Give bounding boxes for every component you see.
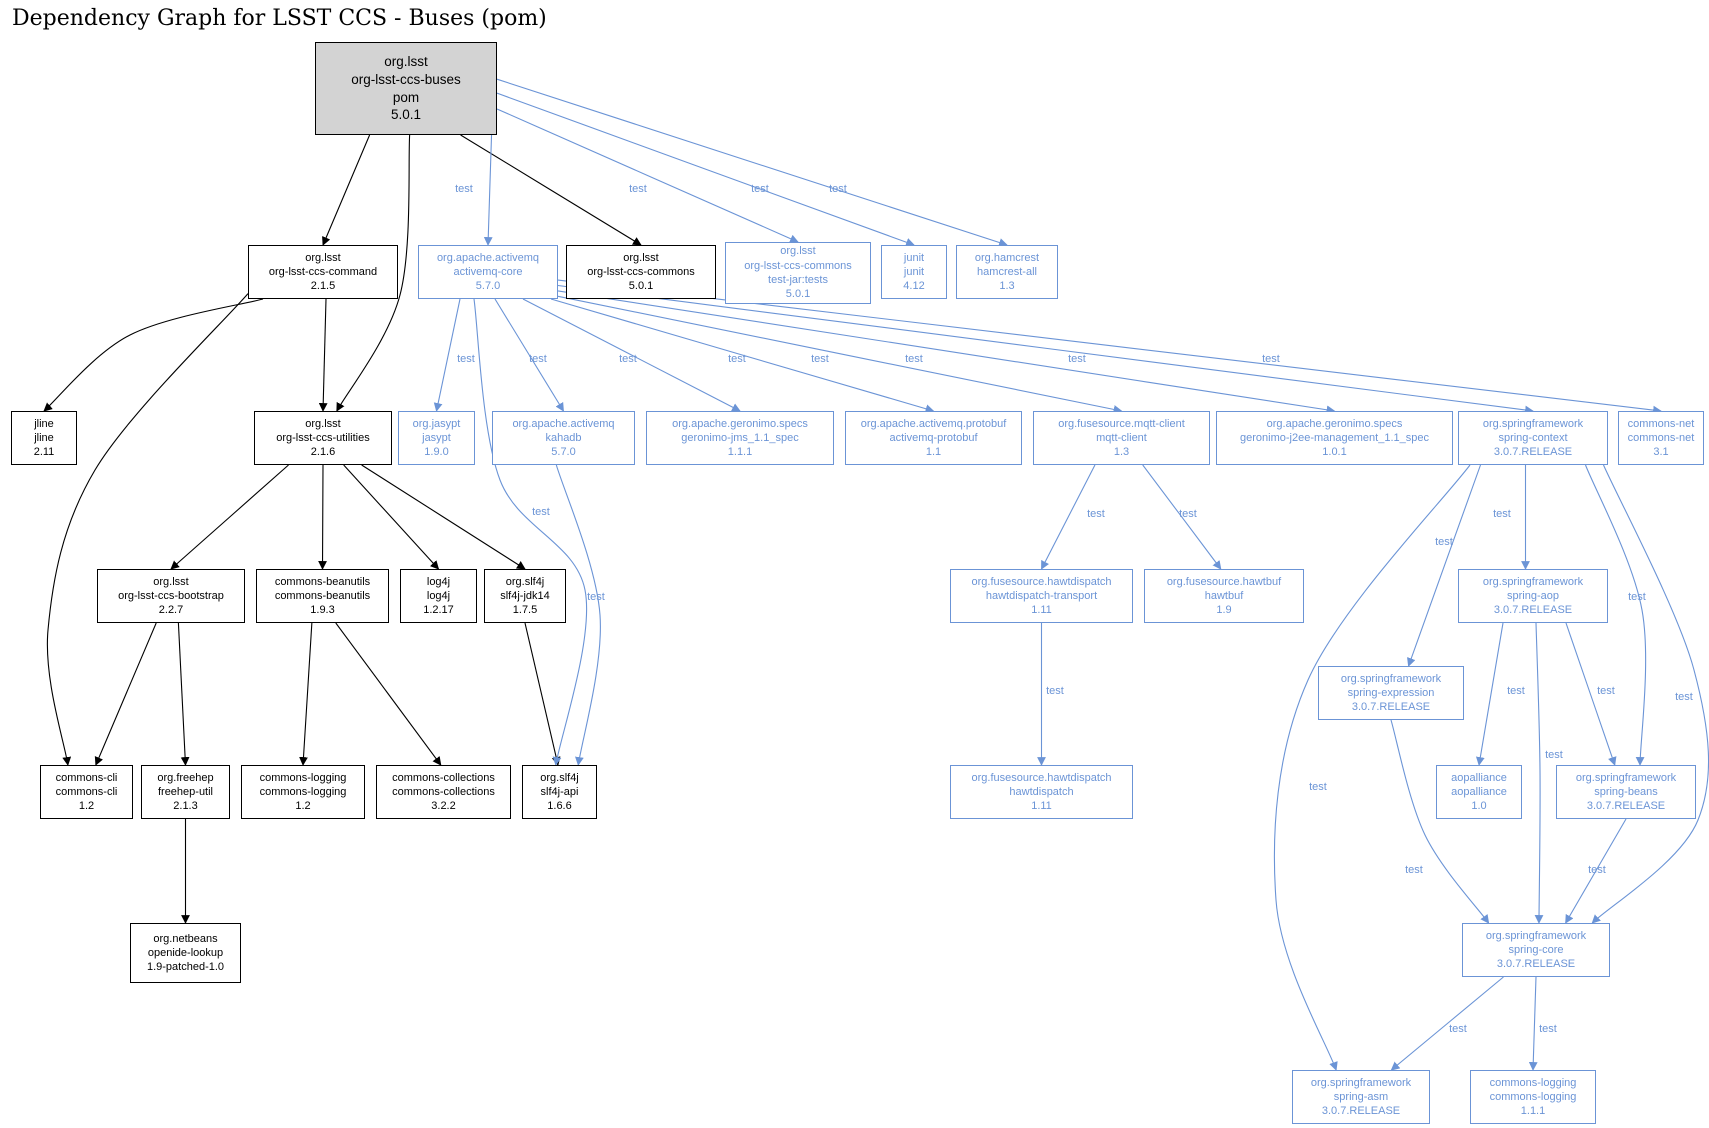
edge-ccs-bootstrap--freehep-util bbox=[177, 622, 190, 766]
edge-root--ccs-commons bbox=[460, 134, 642, 246]
edge-scope-label: test bbox=[1449, 1023, 1467, 1035]
edge-mqtt-client--hawtbuf bbox=[1142, 464, 1222, 570]
edge-mqtt-client--hawtdispatch-transport bbox=[1041, 464, 1096, 570]
edge-scope-label: test bbox=[1309, 781, 1327, 793]
edge-activemq-core--geronimo-jms-spec bbox=[522, 298, 741, 412]
edge-root--ccs-command bbox=[322, 134, 371, 246]
edge-activemq-core--geronimo-j2ee-management-spec bbox=[557, 290, 1336, 415]
edge-spring-aop--aopalliance bbox=[1475, 622, 1504, 766]
edge-slf4j-jdk14--slf4j-api bbox=[524, 622, 561, 766]
edge-scope-label: test bbox=[1597, 685, 1615, 697]
edge-scope-label: test bbox=[1046, 685, 1064, 697]
edge-scope-label: test bbox=[1545, 749, 1563, 761]
edge-ccs-utilities--ccs-bootstrap bbox=[170, 464, 289, 570]
edge-scope-label: test bbox=[1435, 536, 1453, 548]
edge-spring-beans--spring-core bbox=[1565, 818, 1627, 924]
edge-scope-label: test bbox=[619, 353, 637, 365]
edge-ccs-bootstrap--commons-cli bbox=[94, 622, 157, 766]
edge-spring-core--commons-logging-1-1-1 bbox=[1528, 976, 1538, 1071]
edge-activemq-core--jasypt bbox=[433, 298, 461, 412]
edge-label-group: test test test test test test test test test test… bbox=[455, 183, 1693, 1035]
edge-scope-label: test bbox=[455, 183, 473, 195]
edge-scope-label: test bbox=[1493, 508, 1511, 520]
edge-activemq-core--slf4j-api bbox=[473, 298, 588, 766]
edge-commons-beanutils--commons-collections bbox=[335, 622, 442, 766]
graph-title: Dependency Graph for LSST CCS - Buses (p… bbox=[12, 6, 547, 31]
edge-kahadb--slf4j-api bbox=[555, 464, 601, 766]
edge-spring-aop--spring-beans bbox=[1565, 622, 1617, 766]
edge-spring-expression--spring-core bbox=[1390, 719, 1490, 924]
edge-scope-label: test bbox=[829, 183, 847, 195]
edge-spring-core--spring-asm bbox=[1390, 976, 1504, 1071]
edge-ccs-utilities--slf4j-jdk14 bbox=[361, 464, 526, 570]
edge-scope-label: test bbox=[529, 353, 547, 365]
edge-scope-label: test bbox=[532, 506, 550, 518]
edge-root--hamcrest-all bbox=[496, 78, 1008, 247]
edge-activemq-core--activemq-protobuf bbox=[550, 298, 935, 413]
edge-scope-label: test bbox=[751, 183, 769, 195]
edge-spring-aop--spring-core bbox=[1534, 622, 1544, 924]
edge-group bbox=[43, 78, 1709, 1071]
edge-scope-label: test bbox=[1179, 508, 1197, 520]
edge-root--ccs-utilities bbox=[336, 134, 411, 412]
edge-scope-label: test bbox=[728, 353, 746, 365]
edge-root--activemq-core bbox=[483, 134, 493, 246]
edge-scope-label: test bbox=[457, 353, 475, 365]
edge-activemq-core--mqtt-client bbox=[557, 295, 1123, 414]
edge-spring-context--spring-expression bbox=[1407, 464, 1482, 667]
edge-ccs-command--commons-cli bbox=[46, 293, 249, 766]
edge-commons-beanutils--commons-logging-1-2 bbox=[299, 622, 313, 766]
edge-scope-label: test bbox=[905, 353, 923, 365]
edge-ccs-utilities--commons-beanutils bbox=[318, 464, 327, 570]
edge-scope-label: test bbox=[629, 183, 647, 195]
edge-scope-label: test bbox=[1507, 685, 1525, 697]
edge-ccs-utilities--log4j bbox=[343, 464, 440, 570]
edge-spring-context--spring-asm bbox=[1273, 464, 1471, 1071]
edge-ccs-command--ccs-utilities bbox=[318, 298, 328, 412]
edge-scope-label: test bbox=[1628, 591, 1646, 603]
edge-activemq-core--kahadb bbox=[494, 298, 564, 412]
edge-root--ccs-commons-tests bbox=[496, 108, 799, 243]
edge-scope-label: test bbox=[1262, 353, 1280, 365]
edge-scope-label: test bbox=[587, 591, 605, 603]
edge-scope-label: test bbox=[1588, 864, 1606, 876]
edge-scope-label: test bbox=[1405, 864, 1423, 876]
edge-scope-label: test bbox=[1087, 508, 1105, 520]
edge-scope-label: test bbox=[1068, 353, 1086, 365]
edge-scope-label: test bbox=[1539, 1023, 1557, 1035]
edge-activemq-core--commons-net bbox=[557, 279, 1662, 415]
edge-ccs-command--jline bbox=[43, 298, 264, 412]
edge-spring-context--spring-beans bbox=[1584, 464, 1647, 766]
edge-spring-context--spring-core bbox=[1591, 464, 1709, 924]
edge-scope-label: test bbox=[1675, 691, 1693, 703]
edge-root--junit bbox=[496, 92, 915, 247]
edge-scope-label: test bbox=[811, 353, 829, 365]
